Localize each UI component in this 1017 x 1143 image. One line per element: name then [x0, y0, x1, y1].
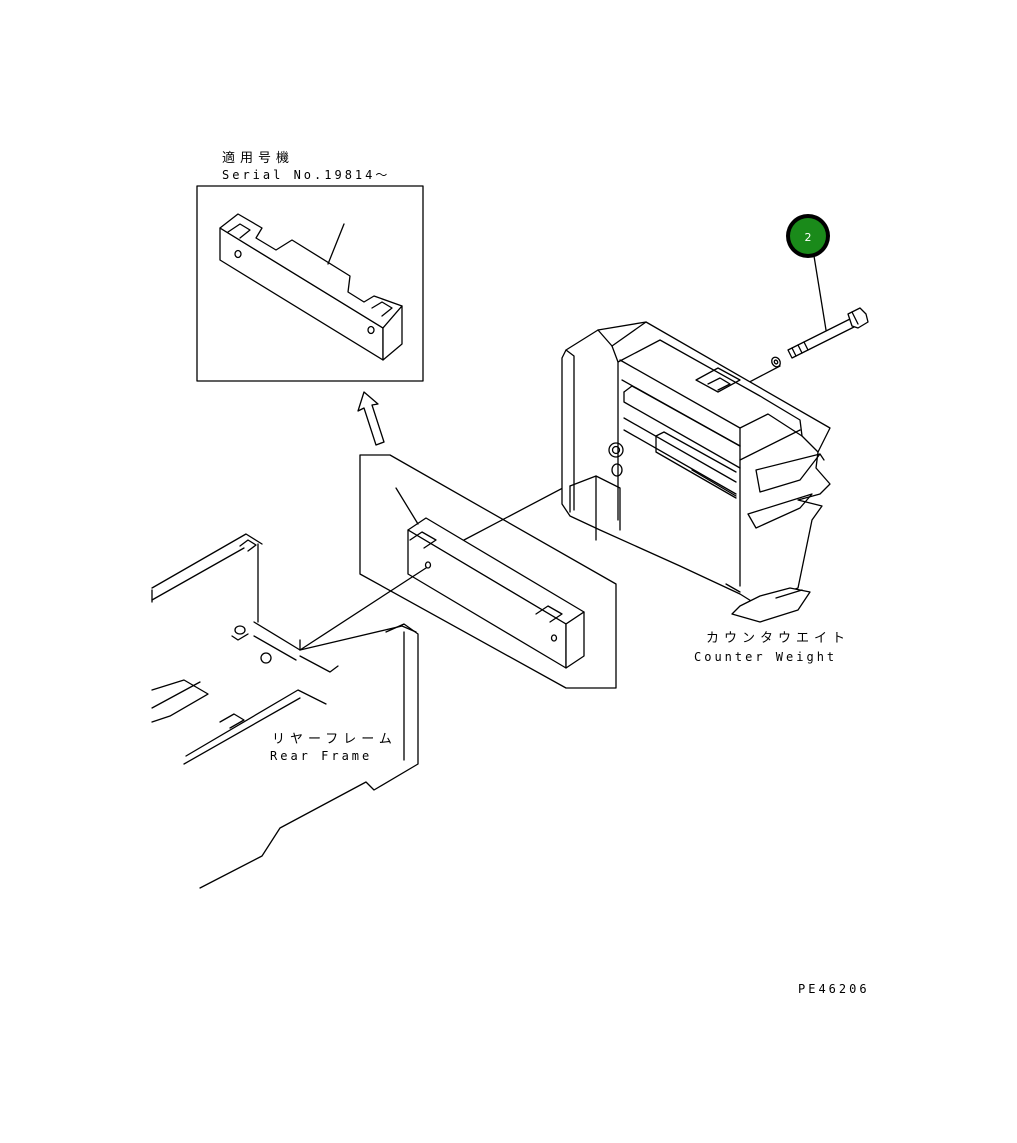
drawing-code: PE46206 — [798, 982, 870, 996]
callout-number: 2 — [805, 231, 812, 244]
rear-frame-label-en: Rear Frame — [270, 749, 372, 763]
inset-panel: 適用号機 Serial No.19814～ — [196, 150, 424, 382]
callout-fill — [790, 218, 826, 254]
bolt-head-icon — [847, 307, 869, 329]
inset-label-jp: 適用号機 — [222, 150, 294, 166]
inset-plate — [219, 213, 403, 361]
bolt-shank — [787, 317, 857, 359]
counterweight-label-en: Counter Weight — [694, 650, 837, 664]
bolt-washer — [771, 255, 869, 368]
inset-label-en: Serial No.19814～ — [222, 168, 390, 182]
rear-frame-drawing — [151, 533, 419, 889]
guide-line-1 — [299, 567, 427, 651]
counterweight-drawing — [561, 321, 831, 623]
detail-panel — [359, 454, 617, 689]
washer-icon — [771, 356, 781, 368]
callout-balloon-2[interactable]: 2 — [786, 214, 830, 258]
inset-frame — [196, 185, 424, 382]
rear-frame-label-jp: リヤーフレーム — [272, 732, 397, 747]
counterweight-label-jp: カウンタウエイト — [706, 631, 850, 646]
up-arrow-icon — [357, 391, 385, 446]
